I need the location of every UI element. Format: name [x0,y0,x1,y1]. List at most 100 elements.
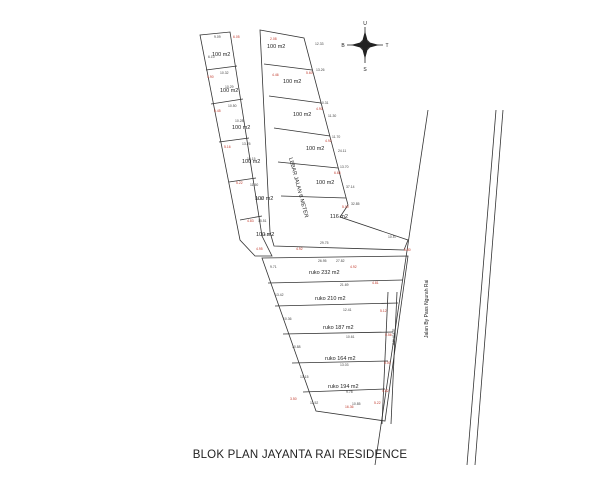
dimension-label: 27.82 [336,259,345,263]
dimension-label-red: 5.60 [306,71,313,75]
dimension-label-red: 2.08 [270,37,277,41]
ruko-area-label: ruko 164 m2 [325,356,356,362]
dimension-label: 13.03 [340,363,349,367]
ruko-divider [282,331,394,335]
dimension-label-red: 4.95 [256,247,263,251]
compass-needle-icon [351,31,379,59]
dimension-label: 13.42 [275,293,284,297]
ruko-area-label: ruko 187 m2 [323,325,354,331]
compass-south: S [363,67,367,73]
compass-east: T [385,43,388,49]
dimension-label-red: 5.22 [374,401,381,405]
dimension-label: 37.14 [346,185,355,189]
right-lot-divider [263,63,313,71]
dimension-label-red: 6.80 [404,248,411,252]
left-lot-divider [218,137,250,143]
compass-west: B [341,43,345,49]
left-lot-divider [205,65,238,71]
highway-edge [374,109,429,466]
dimension-label: 10.29 [225,85,234,89]
dimension-label: 10.57 [388,235,397,239]
dimension-label: 12.41 [343,308,352,312]
dimension-label-red: 5.22 [236,181,243,185]
frontage-line [381,291,389,425]
dimension-label: 13.15 [300,375,309,379]
dimension-label-red: 5.00 [342,205,349,209]
highway-edge [474,109,504,466]
dimension-label: 24.11 [338,149,346,153]
ruko-divider [274,302,399,307]
dimension-label: 12.33 [315,42,324,46]
dimension-label: 29.75 [320,241,329,245]
dimension-label-red: 3.50 [290,397,297,401]
dimension-label: 10.28 [235,119,244,123]
dimension-label-red: 4.81 [372,281,379,285]
compass-north: U [363,21,367,27]
right-lot-divider [277,161,339,169]
dimension-label-red: 6.05 [233,35,240,39]
right-lot-divider [273,127,331,137]
compass-rose: U S T B [341,21,388,73]
dimension-label: 13.26 [316,68,325,72]
dimension-label: 10.85 [352,402,361,406]
dimension-label: 9.78 [346,390,353,394]
lot-area-label: 100 m2 [256,232,274,238]
lot-area-label: 116 m2 [330,214,348,220]
ruko-area-label: ruko 232 m2 [309,270,340,276]
dimension-label: 10.37 [255,197,264,201]
dimension-label: 13.70 [340,165,349,169]
dimension-label: 11.50 [250,183,258,187]
dimension-label-red: 4.46 [272,73,279,77]
left-lot-strip-outline [199,31,273,257]
dimension-label: 6.10 [208,55,215,59]
ruko-area-label: ruko 194 m2 [328,384,359,390]
ruko-divider [267,279,404,284]
lot-area-label: 100 m2 [306,146,324,152]
ruko-divider [291,360,389,364]
right-lot-divider [268,95,322,104]
dimension-label: 11.70 [332,135,340,139]
dimension-label-red: 4.83 [247,219,254,223]
ruko-divider [302,388,386,393]
dimension-label: 9.09 [214,35,221,39]
dimension-label: 21.69 [340,283,349,287]
lot-area-label: 100 m2 [242,159,260,165]
lot-area-label: 100 m2 [293,112,311,118]
lot-area-label: 100 m2 [316,180,334,186]
dimension-label: 10.31 [320,101,329,105]
frontage-line [390,291,398,425]
lot-area-label: 100 m2 [283,79,301,85]
dimension-label-red: 4.92 [325,139,332,143]
highway-edge [466,109,497,466]
left-lot-divider [210,98,244,105]
right-lot-strip-outline [259,29,409,251]
highway-label: Jalan By Pass Ngurah Rai [424,280,430,338]
plan-title: BLOK PLAN JAYANTA RAI RESIDENCE [192,449,408,461]
dimension-label: 10.61 [346,335,355,339]
right-lot-divider [280,195,347,199]
ruko-block-outline [261,255,409,422]
dimension-label: 11.52 [310,401,318,405]
lot-area-label: 100 m2 [267,44,285,50]
dimension-label: 10.36 [283,317,292,321]
dimension-label-red: 6.66 [334,171,341,175]
left-lot-divider [239,215,263,221]
dimension-label-red: 4.90 [316,107,323,111]
dimension-label-red: 4.82 [382,389,389,393]
dimension-label: 13.25 [242,142,251,146]
dimension-label-red: 5.16 [224,145,231,149]
dimension-label: 9.71 [270,265,277,269]
left-lot-divider [228,177,257,183]
road-label: LEBAR JALAN 6 METER [287,157,309,219]
dimension-label: 10.15 [247,157,256,161]
dimension-label: 26.95 [318,259,327,263]
dimension-label-red: 4.92 [296,247,303,251]
dimension-label-red: 4.92 [350,265,357,269]
dimension-label-red: 4.90 [207,75,214,79]
dimension-label-red: 5.45 [214,109,221,113]
dimension-label: 15.51 [258,219,267,223]
lot-area-label: 100 m2 [232,125,250,131]
dimension-label: 10.07 [262,233,271,237]
dimension-label-red: 5.00 [384,361,391,365]
